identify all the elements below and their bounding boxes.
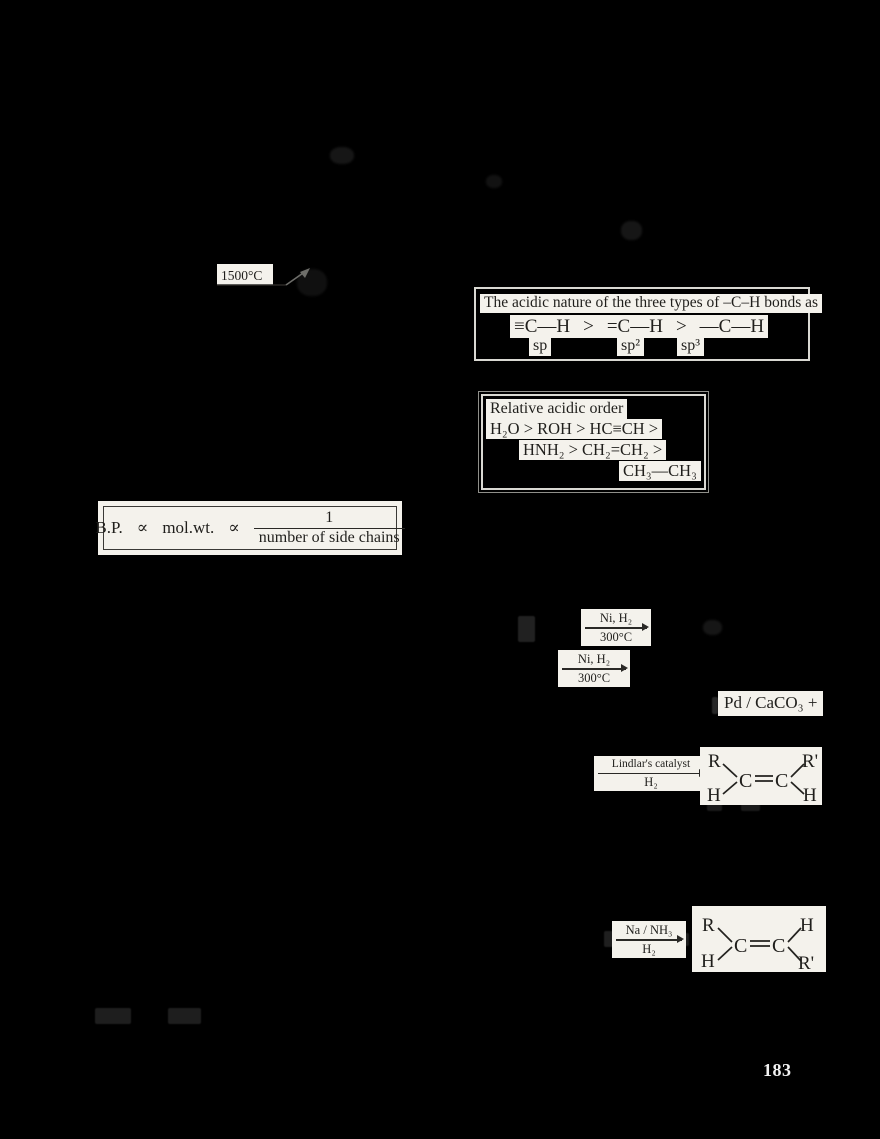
bond-sp: ≡C—H <box>514 316 571 337</box>
bond-sp2: =C—H <box>606 316 663 337</box>
cis-bond-lower-right <box>790 781 805 795</box>
acidity-order-formula: ≡C—H > =C—H > —C—H <box>510 315 769 339</box>
cis-substituent-top-left: R <box>708 751 721 772</box>
acidic-order-line3: CH₃—CH₃ <box>619 461 701 482</box>
scan-smudge <box>95 1008 131 1024</box>
acidic-nature-box: The acidic nature of the three types of … <box>474 287 823 361</box>
lindlar-reagent: Lindlar's catalyst <box>611 758 691 770</box>
trans-bond-upper-right <box>787 927 802 943</box>
trans-bond-upper-left <box>717 927 733 943</box>
hybridization-sp2: sp² <box>617 336 645 356</box>
hybridization-sp: sp <box>529 336 552 356</box>
acidic-nature-title: The acidic nature of the three types of … <box>480 294 823 313</box>
reaction-2-condition: 300°C <box>577 670 611 685</box>
bond-sp3: —C—H <box>699 316 765 337</box>
relative-acidic-order-box: Relative acidic order H₂O > ROH > HC≡CH … <box>478 391 709 493</box>
bp-fraction-numerator: 1 <box>325 509 334 527</box>
trans-carbon-right: C <box>772 935 785 957</box>
acidic-order-line2: HNH₂ > CH₂=CH₂ > <box>519 440 667 461</box>
hybridization-sp3: sp³ <box>677 336 705 356</box>
pd-caco3-label: Pd / CaCO₃ + <box>718 691 824 716</box>
scan-smudge <box>703 620 722 635</box>
scan-smudge <box>168 1008 201 1024</box>
pyrolysis-arrow: 1500°C <box>217 264 310 286</box>
page-number: 183 <box>763 1060 792 1080</box>
scan-smudge <box>621 221 642 240</box>
cis-bond-upper-right <box>790 763 805 778</box>
bp-molwt: mol.wt. <box>162 518 215 537</box>
pyrolysis-arrowhead <box>300 268 310 278</box>
cis-substituent-bottom-right: H <box>803 785 817 805</box>
trans-substituent-bottom-left: H <box>701 951 715 972</box>
birch-reagent: Na / NH₃ <box>625 923 673 937</box>
scan-smudge <box>707 802 722 811</box>
reaction-2-arrow <box>562 665 628 672</box>
scan-smudge <box>330 147 354 164</box>
trans-substituent-bottom-right: R' <box>798 953 814 972</box>
lindlar-condition: H₂ <box>644 775 658 790</box>
reaction-2-reagent: Ni, H₂ <box>577 652 611 666</box>
reaction-hydrogenation-2: Ni, H₂ 300°C <box>558 650 630 687</box>
cis-substituent-bottom-left: H <box>707 785 721 805</box>
trans-carbon-left: C <box>734 935 747 957</box>
trans-substituent-top-right: H <box>800 915 814 936</box>
trans-bond-lower-right <box>787 946 802 962</box>
greater-than-1: > <box>583 316 594 337</box>
proportional-symbol-2: ∝ <box>228 518 240 537</box>
trans-substituent-top-left: R <box>702 915 715 936</box>
scan-smudge <box>712 697 718 714</box>
reaction-1-arrow <box>585 624 649 631</box>
trans-bond-lower-left <box>717 946 733 961</box>
scan-smudge <box>518 616 535 642</box>
cis-bond-lower-left <box>722 781 738 795</box>
acidic-order-line1: H₂O > ROH > HC≡CH > <box>486 419 663 440</box>
reaction-1-condition: 300°C <box>599 629 633 644</box>
reaction-1-reagent: Ni, H₂ <box>599 611 633 625</box>
bp-fraction-denominator: number of side chains <box>253 527 405 547</box>
reaction-lindlar: Lindlar's catalyst H₂ <box>594 756 708 792</box>
cis-carbon-left: C <box>739 770 752 792</box>
cis-substituent-top-right: R' <box>802 751 818 772</box>
relative-acidic-order-title: Relative acidic order <box>486 399 628 419</box>
birch-arrow <box>616 936 684 943</box>
scan-smudge <box>486 175 502 188</box>
pyrolysis-temp-label: 1500°C <box>221 268 262 283</box>
cis-carbon-right: C <box>775 770 788 792</box>
trans-alkene-structure: R H C C H R' <box>692 906 826 972</box>
greater-than-2: > <box>675 316 687 337</box>
boiling-point-box: B.P. ∝ mol.wt. ∝ 1 number of side chains <box>95 506 405 550</box>
cis-bond-upper-left <box>722 763 738 778</box>
pyrolysis-label-bg <box>217 264 273 285</box>
lindlar-arrow <box>598 770 706 777</box>
proportional-symbol-1: ∝ <box>136 518 149 537</box>
reaction-birch: Na / NH₃ H₂ <box>612 921 686 958</box>
cis-alkene-structure: R H C C R' H <box>700 747 822 805</box>
birch-condition: H₂ <box>642 941 656 956</box>
scan-smudge <box>741 802 760 811</box>
bp-fraction: 1 number of side chains <box>253 509 405 547</box>
reaction-hydrogenation-1: Ni, H₂ 300°C <box>581 609 651 646</box>
bp-lhs: B.P. <box>95 518 123 537</box>
